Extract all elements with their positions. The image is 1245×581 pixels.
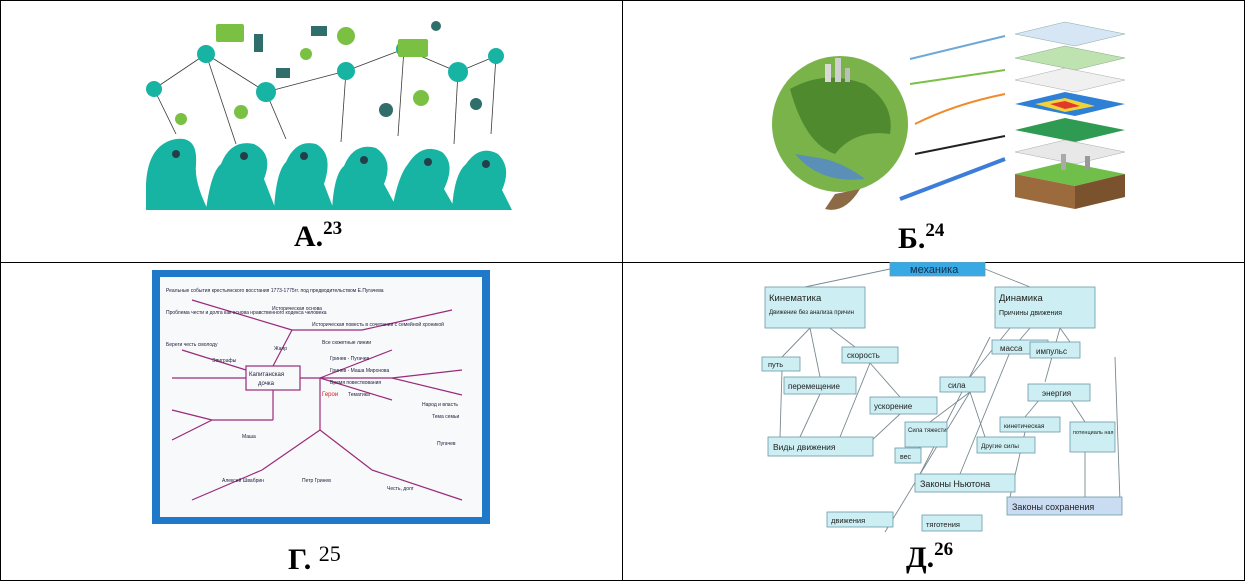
mindmap-branch-5: Эпиграфы — [212, 358, 237, 364]
concept-uskorenie: ускорение — [874, 402, 913, 411]
concept-kinet: кинетическая — [1004, 423, 1045, 430]
concept-dynamics-sub: Причины движения — [999, 310, 1062, 317]
concept-tyag: тяготения — [926, 520, 960, 529]
mindmap-branch-4: Береги честь смолоду — [166, 342, 218, 348]
mindmap-branch-9: Гринев - Маша Миронова — [330, 368, 389, 374]
caption-a: А.23 — [294, 218, 343, 254]
mindmap-center-line1: Капитанская — [249, 372, 284, 378]
concept-skorost: скорость — [847, 351, 880, 360]
mindmap-branch-6: Жанр — [274, 346, 287, 352]
mindmap-branch-3: Историческая повесть в сочетании с семей… — [312, 321, 444, 328]
mindmap-branch-15: Пугачев — [437, 441, 456, 447]
concept-kinematics-sub: Движение без анализа причин — [769, 310, 854, 316]
concept-zakony-s: Законы сохранения — [1012, 502, 1094, 512]
concept-drugie: Другие силы — [981, 443, 1019, 450]
mindmap-branch-12: Маша — [242, 434, 256, 440]
column-divider — [622, 0, 623, 581]
concept-vidy: Виды движения — [773, 442, 836, 452]
caption-d-letter: Д. — [906, 541, 935, 574]
caption-g: Г. 25 — [288, 541, 341, 577]
caption-a-letter: А. — [294, 220, 324, 253]
mindmap-branch-14: Петр Гринев — [302, 478, 331, 484]
concept-kinematics: Кинематика — [769, 293, 822, 304]
concept-map-mechanics: механика Кинематика Движение без анализа… — [761, 262, 1123, 533]
caption-b: Б.24 — [898, 220, 945, 256]
illustration-people-network — [146, 21, 512, 210]
concept-energiya: энергия — [1042, 389, 1071, 398]
mindmap-branch-0: Реальные события крестьянского восстания… — [166, 288, 384, 294]
concept-ves: вес — [900, 454, 912, 461]
mindmap-center-line2: дочка — [258, 381, 275, 387]
mindmap-branch-11: Тематика — [348, 392, 370, 398]
mindmap-branch-7: Все сюжетные линии — [322, 340, 371, 346]
concept-potenc: потенциаль ная — [1073, 430, 1113, 436]
caption-b-letter: Б. — [898, 222, 926, 255]
caption-g-footnote: 25 — [318, 541, 341, 566]
mindmap-branch-16: Честь, долг — [387, 486, 414, 492]
concept-tyazh: Сила тяжести — [908, 428, 947, 434]
mindmap-branch-2: Историческая основа — [272, 306, 322, 312]
concept-put: путь — [768, 360, 783, 369]
concept-root: механика — [910, 264, 959, 276]
concept-sila: сила — [948, 381, 966, 390]
caption-g-letter: Г. — [288, 543, 312, 576]
mindmap-branch-13: Алексей Швабрин — [222, 477, 264, 484]
concept-impuls: импульс — [1036, 347, 1067, 356]
mindmap-branch-17: Тема семьи — [432, 414, 459, 420]
caption-a-footnote: 23 — [323, 218, 343, 239]
mindmap-photo: Капитанская дочка Герои Реальные события… — [152, 270, 490, 524]
concept-peremeshenie: перемещение — [788, 382, 840, 391]
row-divider — [0, 262, 1245, 263]
mindmap-branch-8: Гринев - Пугачев — [330, 356, 370, 362]
caption-d-footnote: 26 — [934, 539, 954, 560]
caption-b-footnote: 24 — [925, 220, 945, 241]
concept-massa: масса — [1000, 344, 1023, 353]
illustration-gis-layers — [772, 21, 1126, 210]
concept-dvizh: движения — [831, 516, 865, 525]
mindmap-branch-10: Время повествования — [330, 380, 381, 386]
mindmap-branch-18: Народ и власть — [422, 402, 458, 408]
mindmap-hero: Герои — [322, 392, 338, 398]
concept-zakony-n: Законы Ньютона — [920, 479, 990, 489]
concept-dynamics: Динамика — [999, 293, 1043, 304]
mindmap-branch-1: Проблема чести и долга как основа нравст… — [166, 310, 327, 316]
caption-d: Д.26 — [906, 539, 954, 575]
